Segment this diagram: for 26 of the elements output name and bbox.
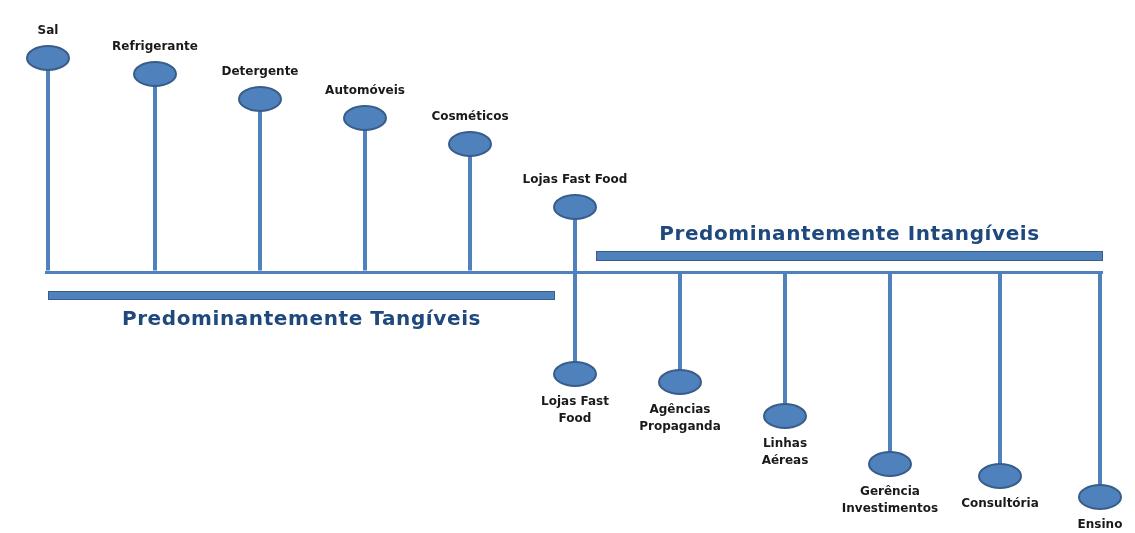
item-label: Linhas Aéreas — [760, 435, 810, 470]
item-label: Sal — [37, 21, 59, 39]
item-label: Lojas Fast Food — [540, 393, 610, 428]
stem-line — [46, 70, 50, 271]
item-label: Consultória — [961, 495, 1039, 512]
category-heading: Predominantemente Tangíveis — [121, 306, 482, 330]
stem-line — [888, 273, 892, 452]
axis-line — [45, 270, 1103, 274]
item-label: Refrigerante — [112, 37, 198, 55]
item-label: Detergente — [221, 62, 299, 80]
stem-line — [1098, 273, 1102, 485]
item-label: Agências Propaganda — [638, 401, 722, 436]
category-heading: Predominantemente Intangíveis — [659, 221, 1040, 245]
stem-line — [678, 273, 682, 370]
stem-line — [468, 156, 472, 271]
item-label: Automóveis — [325, 81, 405, 99]
stem-line — [783, 273, 787, 404]
stem-line — [153, 86, 157, 271]
stem-line — [573, 219, 577, 362]
item-label: Ensino — [1077, 516, 1123, 533]
item-label: Cosméticos — [431, 107, 509, 125]
stem-line — [258, 111, 262, 271]
stem-line — [998, 273, 1002, 464]
item-label: Lojas Fast Food — [522, 170, 628, 188]
stem-line — [363, 130, 367, 271]
item-label: Gerência Investimentos — [840, 483, 940, 518]
